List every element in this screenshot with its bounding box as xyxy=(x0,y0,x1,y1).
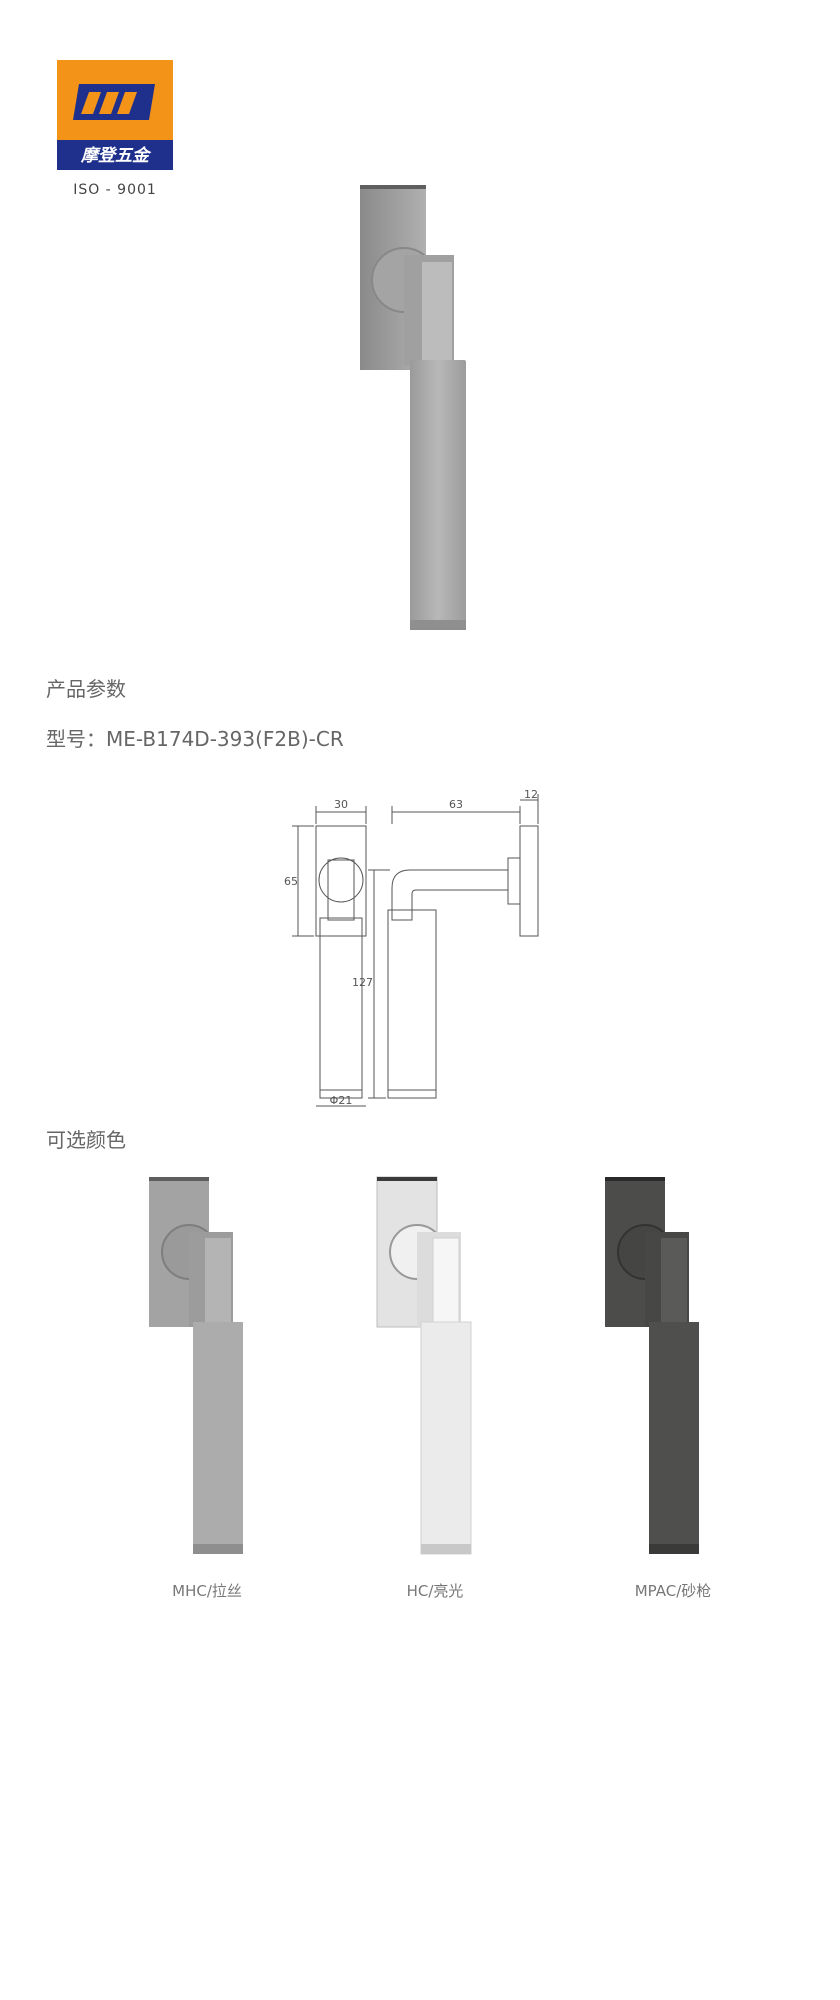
variant-image-mpac xyxy=(593,1172,713,1562)
dim-width: 30 xyxy=(334,798,348,811)
variant-image-hc xyxy=(365,1172,485,1562)
section-title-colors: 可选颜色 xyxy=(46,1128,126,1152)
logo-text: 摩登五金 xyxy=(80,146,152,166)
variant-label-hc: HC/亮光 xyxy=(406,1582,464,1600)
iso-certification: ISO - 9001 xyxy=(73,182,157,198)
dim-lever-length: 127 xyxy=(352,976,373,989)
variant-label-mhc: MHC/拉丝 xyxy=(172,1582,242,1600)
variant-image-mhc xyxy=(137,1172,257,1562)
dim-plate-thickness: 12 xyxy=(524,790,538,801)
dim-plate-height: 65 xyxy=(284,875,298,888)
product-main-image xyxy=(340,180,480,640)
section-title-params: 产品参数 xyxy=(46,677,126,701)
technical-drawing: 30 65 63 12 127 Φ21 xyxy=(280,788,560,1110)
variant-label-mpac: MPAC/砂枪 xyxy=(634,1582,712,1600)
dim-depth: 63 xyxy=(449,798,463,811)
dim-diameter: Φ21 xyxy=(330,1094,353,1107)
brand-logo: 摩登五金 xyxy=(57,60,173,170)
model-label: 型号： xyxy=(46,727,106,751)
model-value: ME-B174D-393(F2B)-CR xyxy=(106,727,344,751)
model-number: 型号：ME-B174D-393(F2B)-CR xyxy=(46,723,344,752)
